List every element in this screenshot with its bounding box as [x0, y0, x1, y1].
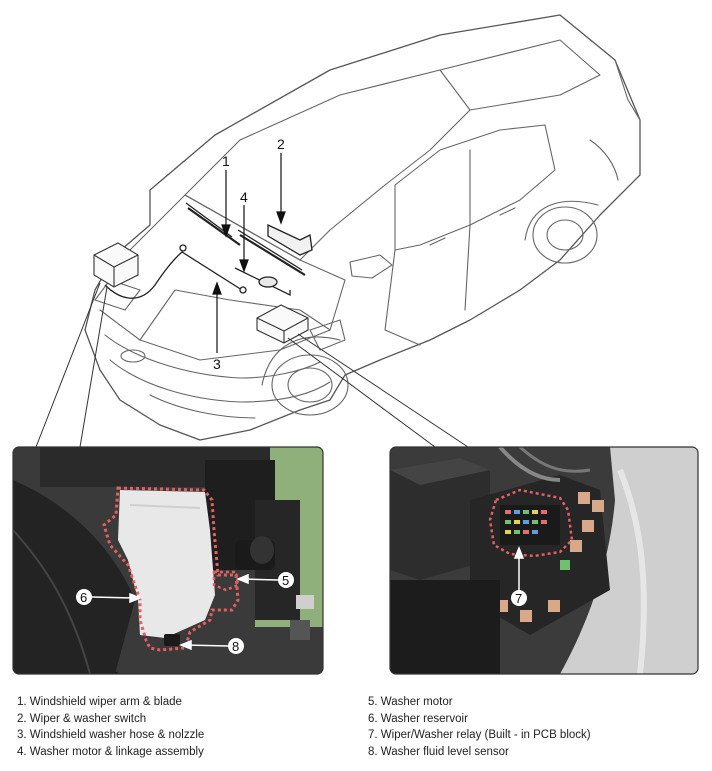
zoom-leader-lines: [35, 282, 469, 448]
wiper-switch: [267, 223, 313, 256]
legend-item-2: 2. Wiper & washer switch: [17, 712, 147, 725]
wiper-blade-right: [237, 229, 303, 271]
legend-item-1: 1. Windshield wiper arm & blade: [17, 696, 182, 708]
pcb-block-box: [256, 304, 309, 344]
legend: 1. Windshield wiper arm & blade 2. Wiper…: [0, 694, 712, 771]
legend-item-7: 7. Wiper/Washer relay (Built - in PCB bl…: [368, 729, 591, 741]
car-illustration: [84, 14, 641, 441]
washer-hose: [104, 251, 243, 299]
callout-8: 8: [232, 639, 239, 654]
legend-right-column: 5. Washer motor 6. Washer reservoir 7. W…: [368, 694, 591, 760]
wiper-arm-right: [239, 234, 306, 276]
callout-arrows: [212, 153, 286, 353]
wiper-arm-left: [187, 207, 241, 246]
legend-item-8: 8. Washer fluid level sensor: [368, 745, 509, 758]
reservoir-photo-panel: [12, 446, 324, 675]
washer-nozzle-right: [239, 286, 247, 294]
wiper-linkage: [234, 267, 291, 297]
wiper-components: [104, 202, 313, 299]
reservoir-box: [93, 242, 139, 288]
callout-1: 1: [222, 153, 230, 169]
legend-item-3: 3. Windshield washer hose & nolzzle: [17, 729, 205, 741]
component-location-diagram: 1 2 4 3: [12, 14, 699, 675]
legend-item-5: 5. Washer motor: [368, 696, 453, 708]
legend-item-6: 6. Washer reservoir: [368, 712, 468, 725]
fuse-dots: [505, 510, 547, 534]
callout-2: 2: [277, 136, 285, 152]
callout-6: 6: [80, 590, 87, 605]
wiper-motor: [258, 276, 278, 288]
callout-3: 3: [213, 356, 221, 372]
legend-item-4: 4. Washer motor & linkage assembly: [17, 745, 204, 758]
callout-5: 5: [282, 573, 289, 588]
pcb-block-photo-panel: [389, 446, 699, 675]
washer-nozzle-left: [179, 244, 187, 252]
legend-left-column: 1. Windshield wiper arm & blade 2. Wiper…: [17, 694, 204, 760]
callout-4: 4: [240, 189, 248, 205]
callout-7: 7: [515, 591, 522, 606]
